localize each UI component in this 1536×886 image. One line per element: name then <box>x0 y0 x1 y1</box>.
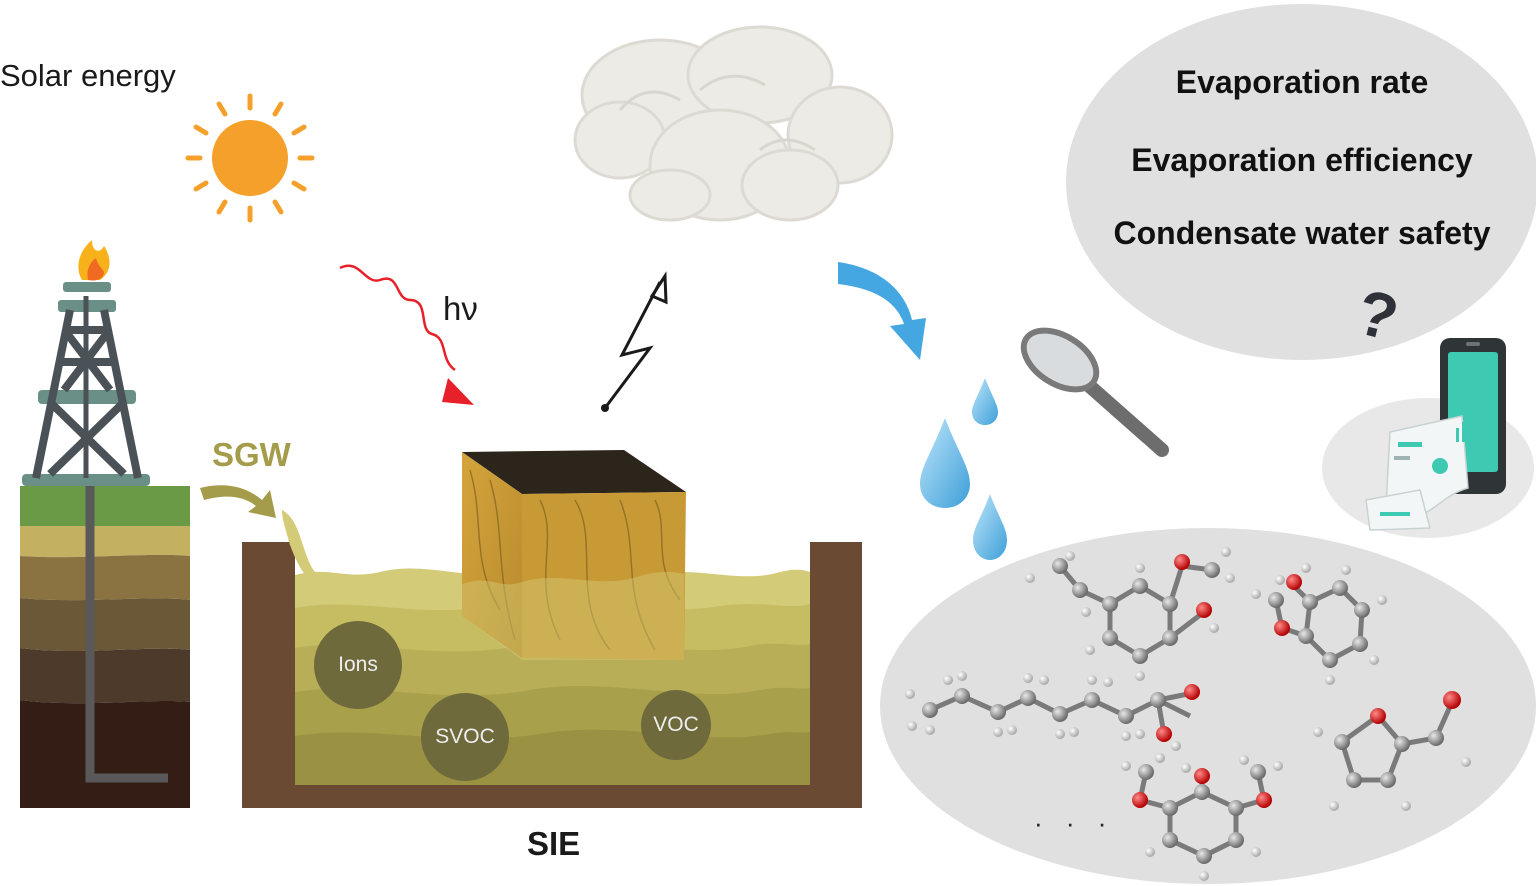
sgw-arrow-icon <box>200 485 276 518</box>
sgw-label: SGW <box>212 436 291 473</box>
wood-evaporator-icon <box>462 450 686 660</box>
solar-energy-label: Solar energy <box>0 58 176 93</box>
lightning-arrow-icon <box>601 271 668 412</box>
molecule-bubble <box>880 528 1536 884</box>
molecule-icon <box>1121 753 1283 881</box>
voc-badge: VOC <box>641 690 711 760</box>
magnifier-icon <box>1020 327 1169 457</box>
question-condensate-safety: Condensate water safety <box>1113 215 1491 251</box>
molecule-icon <box>1025 547 1235 681</box>
question-evaporation-efficiency: Evaporation efficiency <box>1131 142 1473 178</box>
photon-arrow-icon <box>339 264 474 405</box>
phone-report-icon <box>1322 338 1534 538</box>
photon-label: hν <box>443 290 478 327</box>
cloud-icon <box>573 25 894 222</box>
molecule-icon <box>905 671 1200 751</box>
ions-badge: Ions <box>314 621 402 709</box>
question-evaporation-rate: Evaporation rate <box>1175 64 1429 100</box>
oil-derrick-icon <box>22 240 150 486</box>
molecule-icon <box>1251 563 1387 685</box>
molecule-icon <box>1313 691 1471 811</box>
svoc-badge: SVOC <box>421 693 509 781</box>
soil-layers <box>20 486 190 808</box>
water-drop-icon <box>920 378 1007 560</box>
sun-icon <box>185 93 315 223</box>
sie-label: SIE <box>527 825 581 862</box>
condense-arrow-icon <box>838 262 926 360</box>
more-molecules-ellipsis: · · · <box>1034 808 1115 838</box>
flame-icon <box>78 240 110 281</box>
question-bubble <box>1066 4 1536 360</box>
